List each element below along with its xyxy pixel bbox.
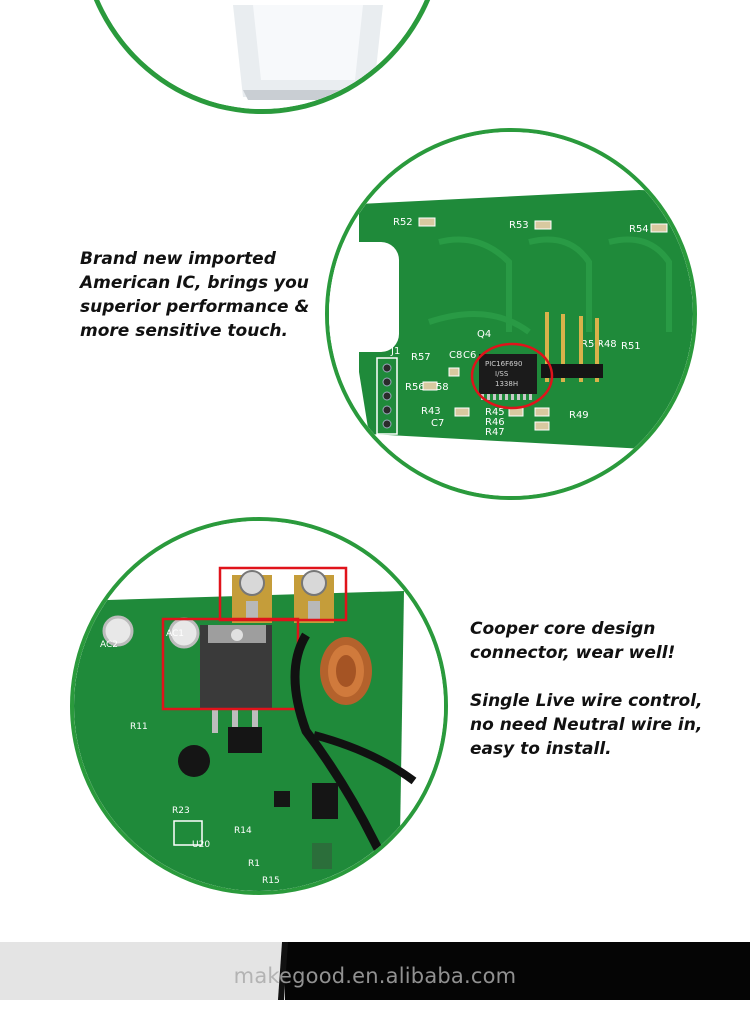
top-product-circle (78, 0, 446, 114)
copper-caption: Cooper core design connector, wear well! (470, 619, 676, 663)
label-r51: R51 (621, 341, 641, 352)
label-r23: R23 (172, 806, 190, 816)
copper-coil (320, 637, 372, 705)
footer-banner: makegood.en.alibaba.com (0, 942, 750, 1000)
label-r45: R45 (485, 407, 505, 418)
ic-chip: PIC16F690 I/SS 1338H (479, 354, 537, 400)
label-r58: R58 (429, 382, 449, 393)
chip-marking-2: I/SS (495, 370, 509, 378)
label-r47: R47 (485, 427, 505, 438)
chip-marking-1: PIC16F690 (485, 360, 522, 368)
label-c7: C7 (431, 418, 444, 429)
product-corner-image (83, 0, 441, 109)
ic-highlight-ring (470, 342, 554, 410)
label-c8: C8 (449, 350, 462, 361)
label-r15: R15 (262, 876, 280, 886)
pcb-ic-image: R52 R53 R54 Q4 J1 R57 C8 C6 R56 R58 R43 … (329, 132, 693, 496)
ic-caption: Brand new imported American IC, brings y… (80, 249, 310, 341)
label-r14: R14 (234, 826, 252, 836)
screw-terminals (232, 570, 334, 623)
label-r11: R11 (130, 722, 148, 732)
label-ac2: AC2 (100, 640, 118, 650)
label-r57: R57 (411, 352, 431, 363)
label-r48: R48 (597, 339, 617, 350)
label-r53: R53 (509, 220, 529, 231)
ic-closeup-circle: R52 R53 R54 Q4 J1 R57 C8 C6 R56 R58 R43 … (325, 128, 697, 500)
footer-left-panel (0, 942, 285, 1000)
label-r1: R1 (248, 859, 260, 869)
label-q4: Q4 (477, 329, 491, 340)
label-ac1: AC1 (166, 629, 184, 639)
label-r52: R52 (393, 217, 413, 228)
footer-right-panel (285, 942, 750, 1000)
label-r50: R50 (581, 339, 601, 350)
label-c6: C6 (463, 350, 476, 361)
pcb-connector-image: AC1 AC2 R23 U20 R1 R15 R14 R11 (74, 521, 444, 891)
chip-marking-3: 1338H (495, 380, 518, 388)
triac-component (200, 625, 272, 733)
footer-watermark: makegood.en.alibaba.com (233, 964, 517, 988)
connector-closeup-circle: AC1 AC2 R23 U20 R1 R15 R14 R11 (70, 517, 448, 895)
wiring-caption: Single Live wire control, no need Neutra… (470, 691, 703, 759)
label-r56: R56 (405, 382, 425, 393)
label-u20: U20 (192, 840, 210, 850)
label-r49: R49 (569, 410, 589, 421)
label-r43: R43 (421, 406, 441, 417)
label-j1: J1 (390, 346, 400, 357)
label-r54: R54 (629, 224, 649, 235)
label-r46: R46 (485, 417, 505, 428)
